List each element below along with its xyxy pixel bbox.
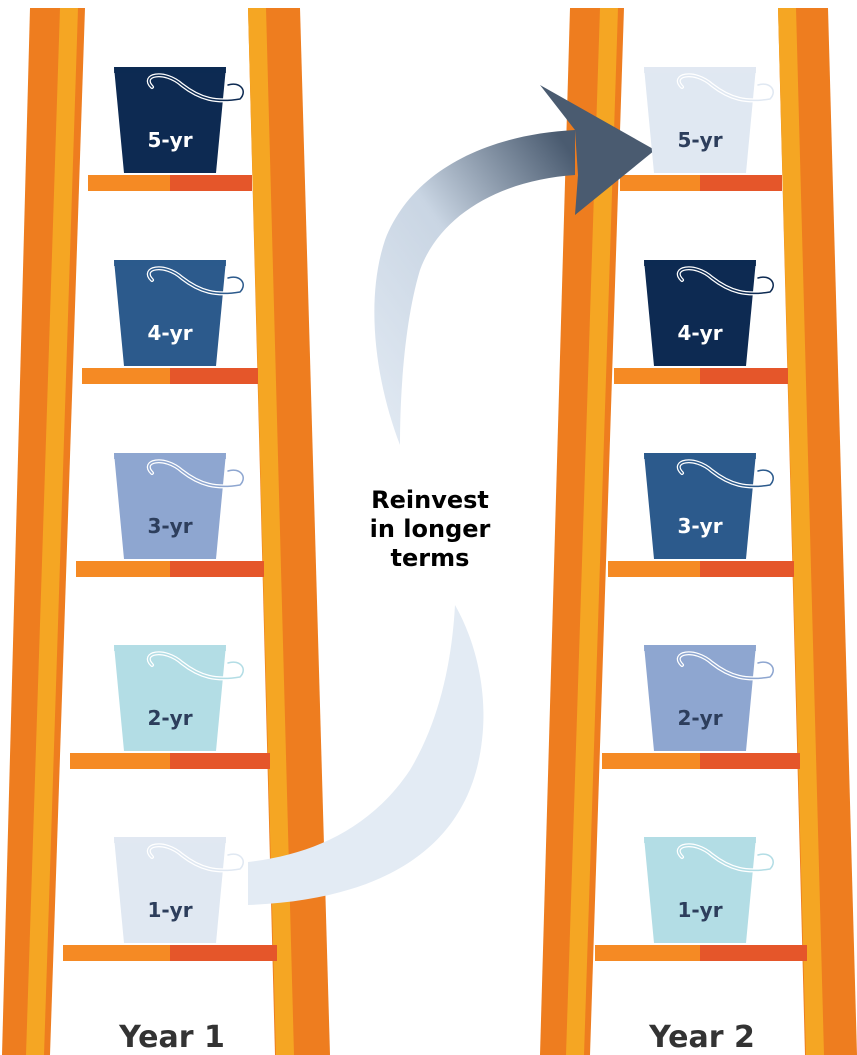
ladder-1-rung-4-right [170, 368, 258, 384]
bucket-body [114, 837, 226, 943]
bucket-rim [644, 645, 756, 651]
bucket-label: 1-yr [147, 898, 192, 922]
bucket-label: 2-yr [147, 706, 192, 730]
ladder-1-rung-2 [70, 753, 170, 769]
ladder-1-rung-3 [76, 561, 170, 577]
bucket-rim [644, 453, 756, 459]
reinvest-text-line-1: Reinvest [371, 486, 489, 514]
ladder-2-rung-4-right [700, 368, 788, 384]
bucket-body [644, 260, 756, 366]
ladder-1-rung-4 [82, 368, 170, 384]
ladder-1-rung-1 [63, 945, 170, 961]
reinvest-text-line-3: terms [391, 544, 470, 572]
bucket-body [114, 67, 226, 173]
ladder-1-rung-2-right [170, 753, 270, 769]
ladder-1-rung-5-right [170, 175, 252, 191]
bucket-4-yr-ladder-2: 4-yr [644, 260, 773, 366]
bucket-body [114, 453, 226, 559]
bucket-rim [644, 67, 756, 73]
bucket-rim [644, 837, 756, 843]
ladder-2-rung-2-right [700, 753, 800, 769]
bucket-label: 4-yr [677, 321, 722, 345]
bucket-3-yr-ladder-1: 3-yr [114, 453, 243, 559]
bucket-2-yr-ladder-1: 2-yr [114, 645, 243, 751]
bucket-rim [114, 67, 226, 73]
bucket-label: 3-yr [147, 514, 192, 538]
bucket-label: 3-yr [677, 514, 722, 538]
bucket-body [644, 453, 756, 559]
ladder-2-rung-1-right [700, 945, 807, 961]
reinvest-text-line-2: in longer [370, 515, 491, 543]
bucket-body [644, 67, 756, 173]
bucket-body [114, 260, 226, 366]
bucket-4-yr-ladder-1: 4-yr [114, 260, 243, 366]
reinvest-arrow-upper-segment [374, 130, 575, 445]
bucket-rim [114, 453, 226, 459]
ladder-2-rung-4 [614, 368, 700, 384]
ladder-2-rung-5-right [700, 175, 782, 191]
bucket-3-yr-ladder-2: 3-yr [644, 453, 773, 559]
bucket-label: 1-yr [677, 898, 722, 922]
ladder-2-rung-2 [602, 753, 700, 769]
bucket-label: 2-yr [677, 706, 722, 730]
bucket-label: 5-yr [677, 128, 722, 152]
bucket-1-yr-ladder-2: 1-yr [644, 837, 773, 943]
bucket-body [114, 645, 226, 751]
bucket-rim [114, 645, 226, 651]
ladder-2-rung-3-right [700, 561, 794, 577]
bucket-label: 5-yr [147, 128, 192, 152]
bucket-5-yr-ladder-1: 5-yr [114, 67, 243, 173]
bucket-1-yr-ladder-1: 1-yr [114, 837, 243, 943]
ladder-1-rung-5 [88, 175, 170, 191]
ladder-1-rung-1-right [170, 945, 277, 961]
ladder-1-rung-3-right [170, 561, 264, 577]
bucket-rim [114, 837, 226, 843]
ladder-2-rung-3 [608, 561, 700, 577]
bucket-5-yr-ladder-2: 5-yr [644, 67, 773, 173]
bucket-body [644, 645, 756, 751]
ladder-2-caption: Year 2 [648, 1020, 755, 1055]
ladder-2-rung-1 [595, 945, 700, 961]
bucket-2-yr-ladder-2: 2-yr [644, 645, 773, 751]
ladder-1-caption: Year 1 [118, 1020, 225, 1055]
bucket-rim [644, 260, 756, 266]
ladder-2-rung-5 [620, 175, 700, 191]
bucket-rim [114, 260, 226, 266]
bucket-label: 4-yr [147, 321, 192, 345]
bucket-body [644, 837, 756, 943]
